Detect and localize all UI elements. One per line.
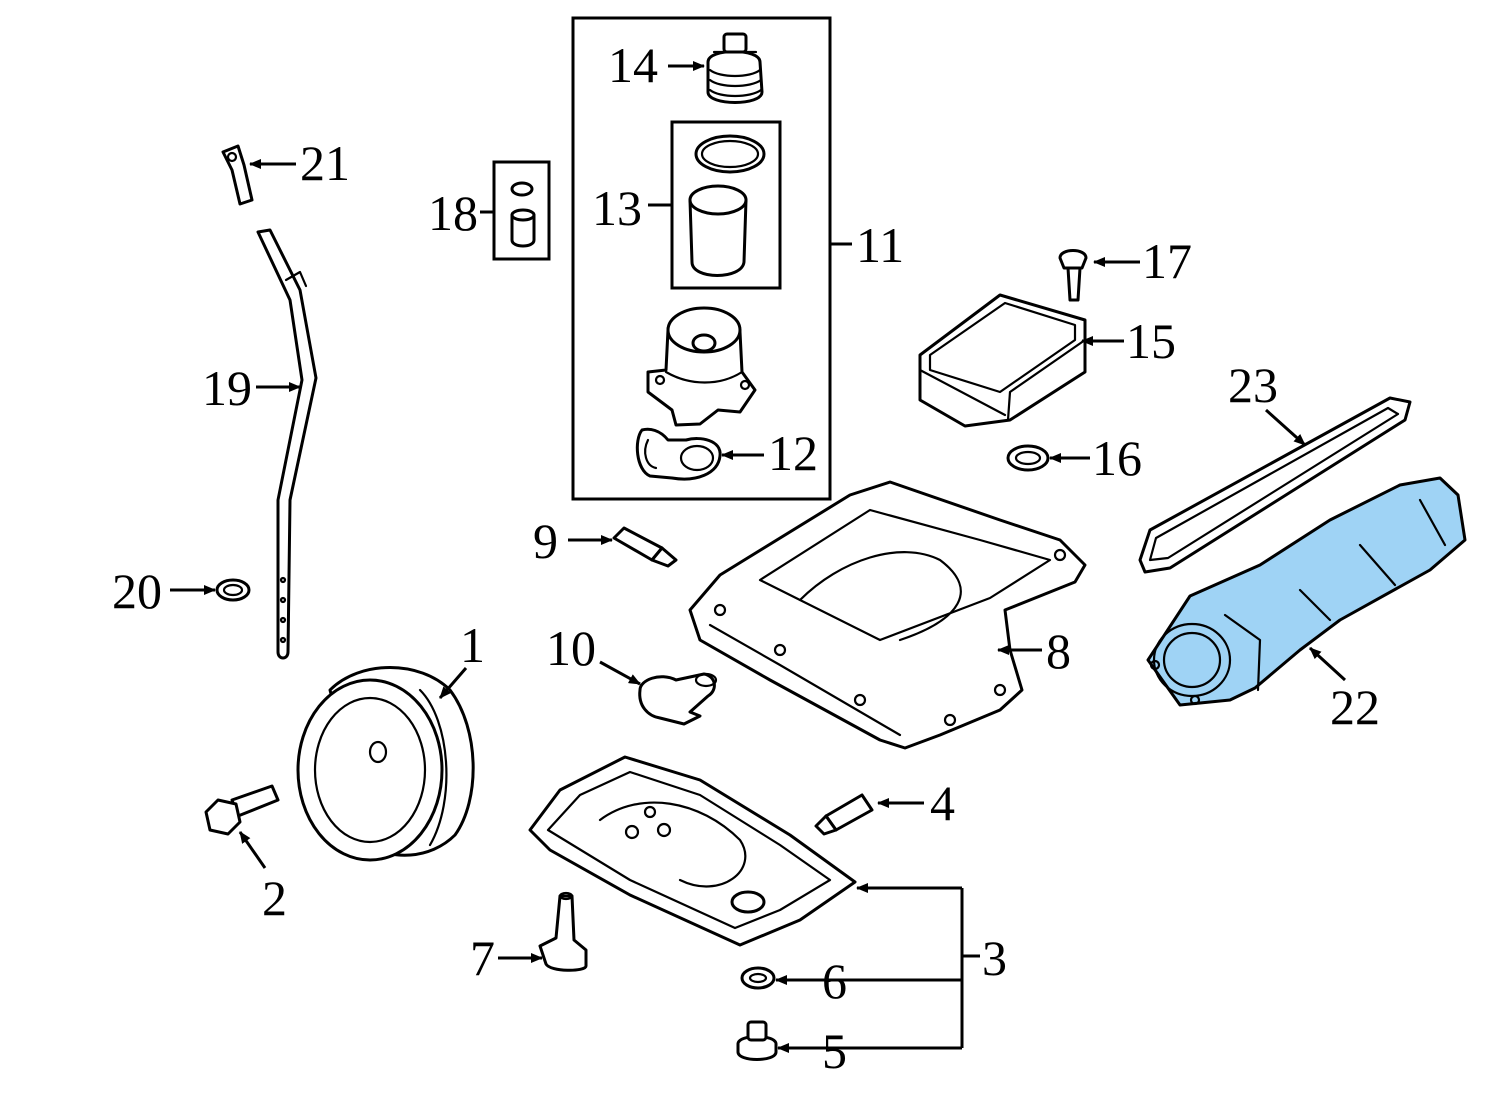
callout-20: 20 (112, 563, 162, 619)
callout-19: 19 (202, 360, 252, 416)
callout-15: 15 (1126, 313, 1176, 369)
part-23-gasket[interactable] (1138, 396, 1412, 574)
leader-lines (170, 61, 1347, 1053)
callout-3: 3 (982, 930, 1007, 986)
callout-23: 23 (1228, 357, 1278, 413)
callouts: 1 2 3 4 5 6 7 8 9 10 11 12 13 14 15 16 1… (112, 37, 1380, 1079)
callout-5: 5 (822, 1023, 847, 1079)
callout-13: 13 (592, 180, 642, 236)
part-15-oil-cooler[interactable] (918, 293, 1087, 428)
callout-10: 10 (546, 620, 596, 676)
part-13-filter-element[interactable] (688, 134, 766, 277)
callout-4: 4 (930, 775, 955, 831)
part-16-oring[interactable] (1006, 444, 1050, 472)
part-14-filter-cap[interactable] (706, 32, 764, 104)
group-box-11 (571, 16, 832, 501)
callout-18: 18 (428, 185, 478, 241)
part-22-intake-manifold[interactable] (1146, 476, 1467, 707)
part-7-oil-level-sensor[interactable] (538, 891, 588, 972)
part-4-sealant-tube[interactable] (814, 793, 874, 836)
part-5-drain-plug[interactable] (736, 1020, 778, 1061)
callout-2: 2 (262, 870, 287, 926)
callout-14: 14 (608, 37, 658, 93)
part-2-bolt[interactable] (204, 784, 280, 836)
callout-11: 11 (856, 217, 904, 273)
callout-7: 7 (470, 930, 495, 986)
callout-8: 8 (1046, 623, 1071, 679)
part-19-dipstick-tube[interactable] (256, 228, 318, 660)
callout-17: 17 (1142, 233, 1192, 289)
part-8-upper-oil-pan[interactable] (688, 480, 1087, 750)
part-3-lower-oil-pan[interactable] (528, 755, 857, 947)
part-1-pulley[interactable] (296, 666, 475, 862)
part-6-washer[interactable] (740, 966, 776, 990)
part-21-sensor[interactable] (221, 144, 254, 206)
part-20-oring[interactable] (215, 578, 251, 602)
part-10-oil-pickup[interactable] (638, 672, 718, 726)
part-9-sealant-tube[interactable] (612, 526, 678, 568)
part-17-bolt[interactable] (1058, 249, 1088, 302)
callout-22: 22 (1330, 679, 1380, 735)
callout-9: 9 (533, 513, 558, 569)
part-12-gasket[interactable] (635, 427, 722, 481)
part-18-seal-kit[interactable] (510, 181, 536, 248)
callout-12: 12 (768, 425, 818, 481)
callout-16: 16 (1092, 430, 1142, 486)
callout-6: 6 (822, 953, 847, 1009)
part-11-filter-housing[interactable] (646, 306, 757, 427)
callout-1: 1 (460, 617, 485, 673)
callout-21: 21 (300, 135, 350, 191)
